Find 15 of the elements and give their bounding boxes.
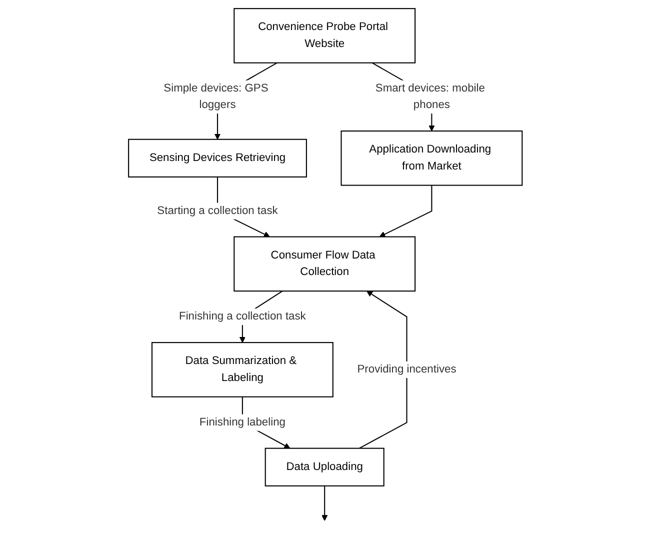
edge-label: Finishing a collection task [179, 310, 306, 322]
edge-label: Starting a collection task [157, 204, 278, 217]
node-box: Data Summarization & Labeling [152, 342, 334, 398]
node-box: Data Uploading [264, 448, 385, 486]
edge-label: Smart devices: mobile phones [376, 82, 486, 111]
node-box: Consumer Flow Data Collection [234, 236, 416, 292]
arrow [379, 185, 432, 238]
node-box: Application Downloading from Market [340, 130, 523, 186]
node-box: Sensing Devices Retrieving [128, 138, 308, 178]
node-box: Convenience Probe Portal Website [234, 8, 416, 64]
edge-label: Providing incentives [357, 363, 456, 376]
edge-label: Finishing labeling [200, 416, 286, 428]
edge-label: Simple devices: GPS loggers [164, 82, 268, 111]
arrow [359, 290, 408, 449]
arrow [322, 486, 328, 521]
